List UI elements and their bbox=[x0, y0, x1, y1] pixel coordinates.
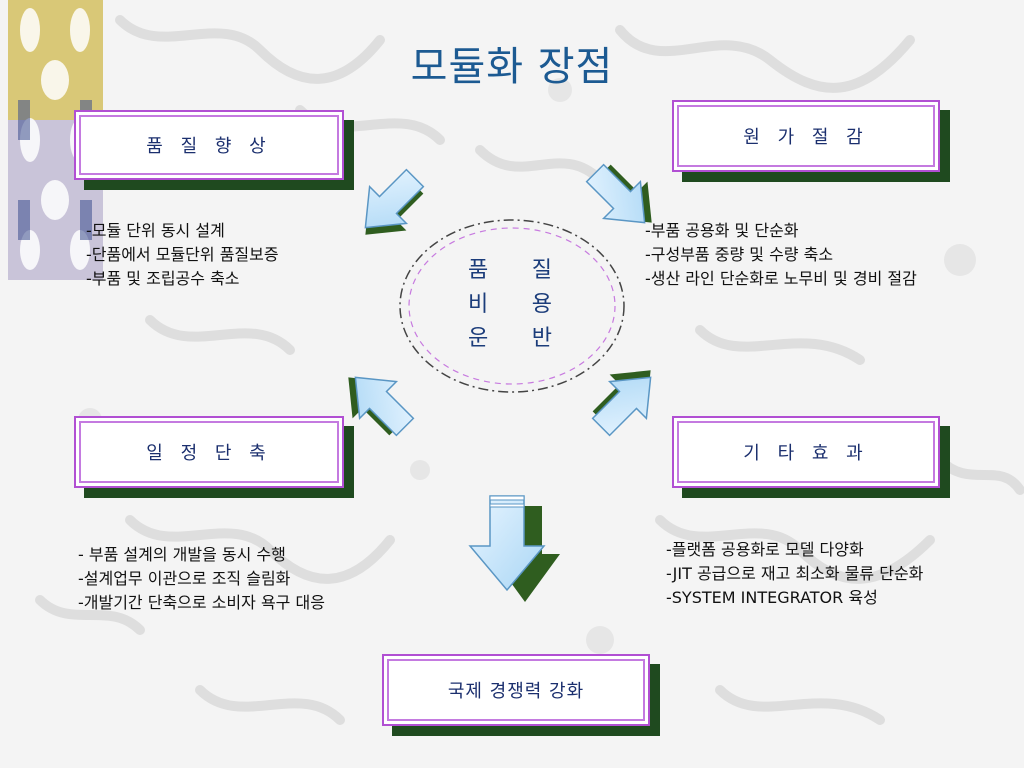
list-item: -개발기간 단축으로 소비자 욕구 대응 bbox=[78, 593, 325, 612]
list-item: -단품에서 모듈단위 품질보증 bbox=[86, 245, 279, 264]
arrow-schedule-icon bbox=[348, 376, 415, 437]
center-transport-2: 반 bbox=[531, 326, 552, 351]
competitiveness-box: 국제 경쟁력 강화 bbox=[382, 654, 660, 736]
cost-box: 원 가 절 감 bbox=[672, 100, 950, 182]
list-item: -생산 라인 단순화로 노무비 및 경비 절감 bbox=[645, 269, 917, 288]
quality-box: 품 질 향 상 bbox=[74, 110, 354, 190]
center-quality-2: 질 bbox=[531, 258, 552, 283]
list-item: -JIT 공급으로 재고 최소화 물류 단순화 bbox=[666, 564, 924, 583]
schedule-points: - 부품 설계의 개발을 동시 수행 -설계업무 이관으로 조직 슬림화 -개발… bbox=[78, 543, 325, 615]
schedule-box-label: 일 정 단 축 bbox=[74, 416, 344, 488]
center-quality-1: 품 bbox=[468, 258, 489, 283]
center-label: 품 질 비 용 운 반 bbox=[460, 254, 560, 356]
arrow-quality-icon bbox=[364, 168, 425, 235]
list-item: -설계업무 이관으로 조직 슬림화 bbox=[78, 569, 291, 588]
center-ellipse bbox=[399, 219, 625, 393]
list-item: -구성부품 중량 및 수량 축소 bbox=[645, 245, 834, 264]
quality-points: -모듈 단위 동시 설계 -단품에서 모듈단위 품질보증 -부품 및 조립공수 … bbox=[86, 219, 279, 291]
center-cost-2: 용 bbox=[531, 292, 552, 317]
arrow-down-icon bbox=[468, 495, 560, 602]
list-item: -부품 및 조립공수 축소 bbox=[86, 269, 240, 288]
competitiveness-box-label: 국제 경쟁력 강화 bbox=[382, 654, 650, 726]
other-box: 기 타 효 과 bbox=[672, 416, 950, 498]
other-points: -플랫폼 공용화로 모델 다양화 -JIT 공급으로 재고 최소화 물류 단순화… bbox=[666, 538, 923, 610]
center-cost-1: 비 bbox=[468, 292, 489, 317]
slide-title: 모듈화 장점 bbox=[410, 44, 614, 90]
list-item: -모듈 단위 동시 설계 bbox=[86, 221, 225, 240]
ornament-strip bbox=[8, 0, 103, 280]
list-item: - 부품 설계의 개발을 동시 수행 bbox=[78, 545, 286, 564]
list-item: -플랫폼 공용화로 모델 다양화 bbox=[666, 540, 864, 559]
arrow-other-icon bbox=[591, 370, 652, 437]
cost-points: -부품 공용화 및 단순화 -구성부품 중량 및 수량 축소 -생산 라인 단순… bbox=[645, 219, 917, 291]
quality-box-label: 품 질 향 상 bbox=[74, 110, 344, 180]
cost-box-label: 원 가 절 감 bbox=[672, 100, 940, 172]
arrow-cost-icon bbox=[585, 163, 652, 224]
list-item: -SYSTEM INTEGRATOR 육성 bbox=[666, 588, 878, 607]
center-transport-1: 운 bbox=[468, 326, 489, 351]
other-box-label: 기 타 효 과 bbox=[672, 416, 940, 488]
list-item: -부품 공용화 및 단순화 bbox=[645, 221, 799, 240]
schedule-box: 일 정 단 축 bbox=[74, 416, 354, 498]
